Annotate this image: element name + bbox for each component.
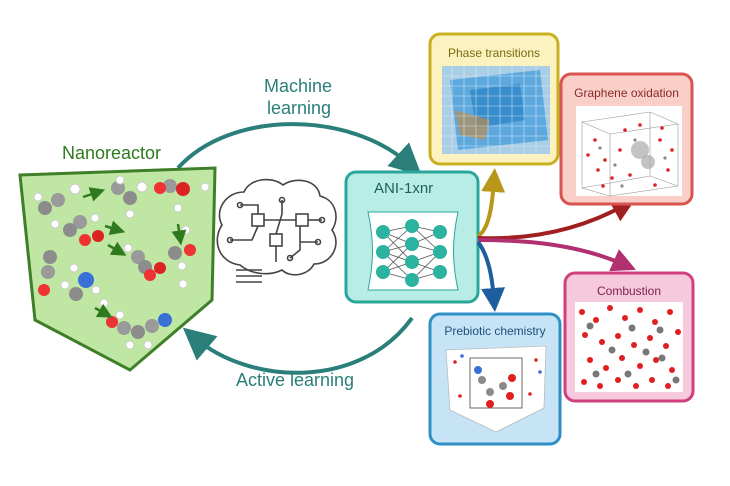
prebiotic-chemistry-title: Prebiotic chemistry — [444, 324, 546, 338]
graphene-oxidation-title: Graphene oxidation — [574, 86, 679, 100]
reaction-arrows — [82, 187, 187, 318]
arrow-to-phase-transitions — [476, 168, 506, 238]
graphene-oxidation-image — [580, 111, 680, 197]
machine-learning-arrow — [176, 122, 422, 176]
nanoreactor — [18, 166, 217, 372]
phase-transitions-panel — [428, 32, 560, 166]
machine-learning-label-line2: learning — [267, 98, 332, 118]
nanoreactor-molecules — [33, 175, 210, 350]
arrow-to-combustion — [477, 238, 636, 272]
active-learning-label: Active learning — [236, 370, 355, 390]
arrow-to-graphene-oxidation — [477, 199, 636, 241]
machine-learning-label-line1: Machine — [264, 76, 333, 96]
nanoreactor-title: Nanoreactor — [62, 143, 162, 163]
neural-network-icon — [376, 219, 447, 287]
combustion-title: Combustion — [596, 284, 662, 298]
arrow-to-prebiotic-chemistry — [476, 240, 506, 312]
graphene-oxidation-panel — [559, 72, 694, 206]
prebiotic-chemistry-panel — [428, 312, 562, 446]
active-learning-arrow — [182, 316, 414, 375]
prebiotic-chemistry-image — [453, 354, 542, 409]
model-title: ANI-1xnr — [374, 180, 434, 197]
combustion-image — [579, 305, 681, 389]
phase-transitions-title: Phase transitions — [447, 46, 541, 60]
phase-transitions-image — [442, 66, 550, 154]
brain-circuit-icon — [216, 178, 337, 283]
combustion-panel — [563, 271, 695, 403]
